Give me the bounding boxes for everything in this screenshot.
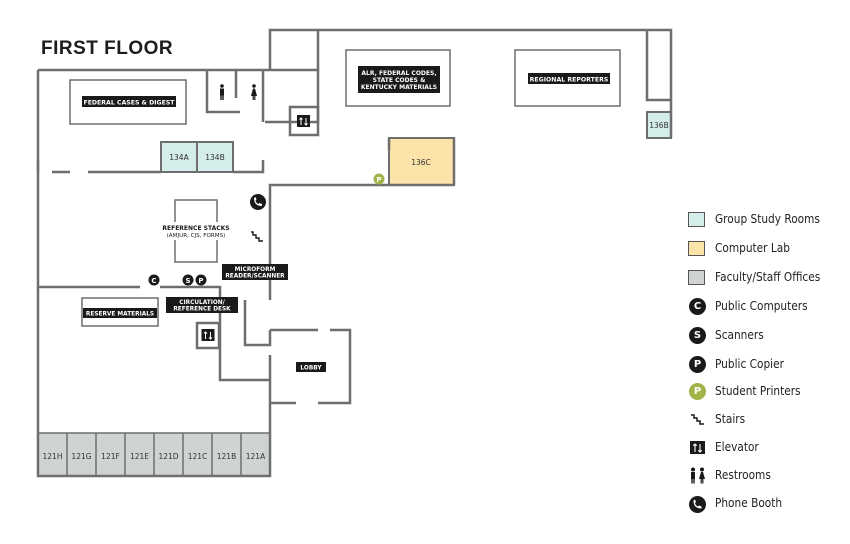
legend-label: Stairs [715,412,746,426]
office-room-label: 121D [158,452,178,461]
svg-text:LOBBY: LOBBY [300,366,322,372]
office-room-label: 121A [246,452,266,461]
svg-text:C: C [151,277,156,285]
legend-label: Public Copier [715,357,784,371]
restroom-icon [691,467,705,484]
legend-label: Public Computers [715,299,808,313]
phone-icon [250,194,266,210]
svg-text:STATE CODES &: STATE CODES & [373,77,426,84]
label-microform: MICROFORM READER/SCANNER [222,264,288,280]
swatch-lab [688,241,705,256]
svg-text:ALR, FEDERAL CODES,: ALR, FEDERAL CODES, [361,70,436,77]
restroom-icon [220,84,257,100]
legend-label: Elevator [715,440,759,454]
walls [36,28,673,478]
label-regional-reporters: REGIONAL REPORTERS [528,73,610,84]
elevator-icon [201,329,215,341]
office-labels: 121H 121G 121F 121E 121D 121C 121B 121A [43,452,267,461]
scanner-icon: S [182,274,194,286]
legend-label: Group Study Rooms [715,212,820,226]
svg-text:FEDERAL CASES & DIGEST: FEDERAL CASES & DIGEST [83,100,175,107]
room-136b-label: 136B [649,121,668,130]
office-room-label: 121H [43,452,63,461]
svg-text:P: P [198,277,203,285]
scanner-icon: S [689,327,706,344]
svg-text:RESERVE MATERIALS: RESERVE MATERIALS [86,312,154,318]
office-room-label: 121B [217,452,236,461]
legend-label: Restrooms [715,468,771,482]
office-room-label: 121G [71,452,91,461]
svg-text:REFERENCE STACKS: REFERENCE STACKS [162,225,229,232]
legend-label: Computer Lab [715,241,790,255]
stairs-icon [691,414,704,425]
swatch-office [688,270,705,285]
legend-label: Faculty/Staff Offices [715,270,821,284]
phone-icon [689,496,706,513]
student-printer-icon: P [373,173,385,185]
label-alr: ALR, FEDERAL CODES, STATE CODES & KENTUC… [358,66,440,93]
floor-title: FIRST FLOOR [41,38,174,59]
svg-text:READER/SCANNER: READER/SCANNER [225,274,285,280]
office-room-label: 121C [188,452,208,461]
elevator-icon [297,115,310,127]
public-computer-icon: C [148,274,160,286]
legend-label: Phone Booth [715,496,783,510]
office-room-label: 121E [130,452,149,461]
student-printer-icon: P [689,383,706,400]
copier-icon: P [195,274,207,286]
svg-text:S: S [185,277,190,285]
room-134b [196,141,234,173]
svg-text:CIRCULATION/: CIRCULATION/ [179,300,225,306]
svg-text:P: P [376,176,381,184]
swatch-study [688,212,705,227]
elevator-icon [690,441,705,454]
label-lobby: LOBBY [296,362,326,372]
room-134a-label: 134A [169,153,189,162]
svg-text:KENTUCKY MATERIALS: KENTUCKY MATERIALS [361,84,437,91]
label-reserve-materials: RESERVE MATERIALS [83,308,157,318]
svg-text:REFERENCE DESK: REFERENCE DESK [173,307,231,313]
label-reference-stacks: REFERENCE STACKS (AMJUR, CJS, FORMS) [158,222,234,240]
legend-label: Scanners [715,328,764,342]
copier-icon: P [689,356,706,373]
svg-text:MICROFORM: MICROFORM [235,267,276,273]
svg-text:REGIONAL REPORTERS: REGIONAL REPORTERS [530,77,609,84]
legend-label: Student Printers [715,384,801,398]
stairs-icon [251,231,263,242]
label-federal-cases: FEDERAL CASES & DIGEST [82,96,176,107]
svg-text:(AMJUR, CJS, FORMS): (AMJUR, CJS, FORMS) [167,233,226,239]
room-134b-label: 134B [205,153,224,162]
office-room-label: 121F [101,452,120,461]
room-136c-label: 136C [411,158,431,167]
label-circulation: CIRCULATION/ REFERENCE DESK [166,297,238,313]
public-computer-icon: C [689,298,706,315]
